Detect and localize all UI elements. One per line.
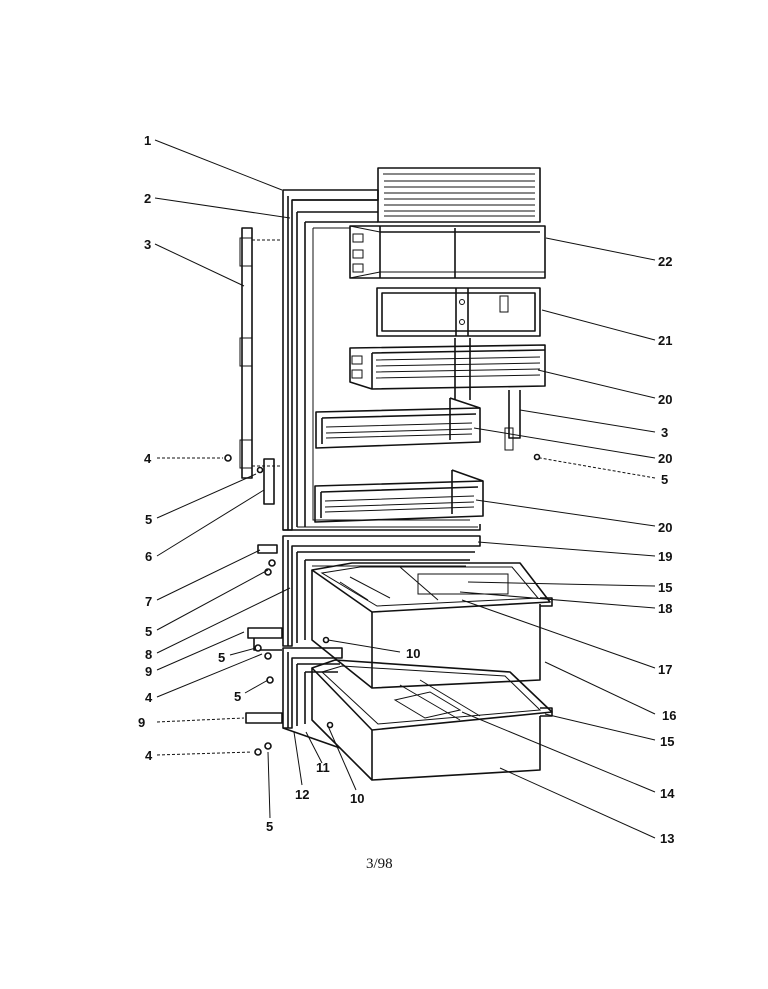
callout-10: 10 [350,791,364,806]
diagram-date-code: 3/98 [366,856,393,872]
callout-3: 3 [144,237,151,252]
shelf-support-column [454,338,521,451]
vent-grille [377,167,541,223]
callout-4: 4 [145,748,153,763]
callout-16: 16 [662,708,676,723]
door-shelf-20-top [349,344,546,390]
hinge-bar-left [239,227,280,479]
upper-drawer [311,562,553,689]
callout-5: 5 [234,689,241,704]
callout-8: 8 [145,647,152,662]
middle-door-frame [282,535,481,647]
callout-10: 10 [406,646,420,661]
door-shelf-20-middle [315,397,481,449]
screw-right [533,453,541,461]
callout-6: 6 [145,549,152,564]
callout-9: 9 [145,664,152,679]
callout-5: 5 [145,512,152,527]
callout-13: 13 [660,831,674,846]
callout-5: 5 [266,819,273,834]
callout-5: 5 [661,472,668,487]
callout-3: 3 [661,425,668,440]
callout-18: 18 [658,601,672,616]
callout-labels: 1 2 3 4 5 6 7 5 8 9 5 4 5 9 4 5 12 11 10… [138,133,676,846]
callout-1: 1 [144,133,151,148]
callout-4: 4 [144,451,152,466]
callout-22: 22 [658,254,672,269]
callout-19: 19 [658,549,672,564]
lower-drawer [311,659,553,781]
callout-2: 2 [144,191,151,206]
callout-15: 15 [660,734,674,749]
callout-9: 9 [138,715,145,730]
callout-5: 5 [218,650,225,665]
door-shelf-20-bottom [314,469,484,523]
callout-20: 20 [658,451,672,466]
lower-door-frame [282,636,343,749]
callout-21: 21 [658,333,672,348]
hinge-bracket-middle [247,627,283,684]
door-shelf-21 [376,287,541,337]
callout-14: 14 [660,786,675,801]
callout-20: 20 [658,520,672,535]
callout-20: 20 [658,392,672,407]
callout-12: 12 [295,787,309,802]
refrigerator-door-assembly [224,167,553,781]
callout-11: 11 [316,760,330,775]
callout-17: 17 [658,662,672,677]
callout-5: 5 [145,624,152,639]
callout-4: 4 [145,690,153,705]
leader-lines [154,139,656,839]
door-shelf-22 [349,225,546,279]
screws-left [224,454,278,576]
upper-door-frame [263,189,481,531]
callout-7: 7 [145,594,152,609]
callout-15: 15 [658,580,672,595]
hinge-bracket-bottom [245,712,283,756]
